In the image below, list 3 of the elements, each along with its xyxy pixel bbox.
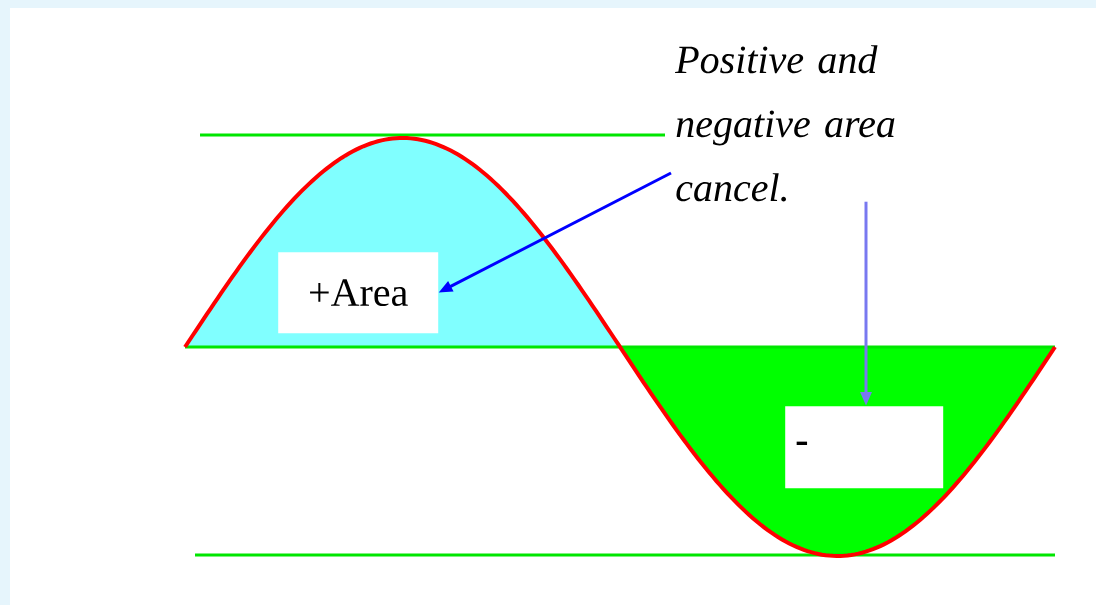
area-label: - <box>785 406 944 489</box>
annotation-text: Positive and negative area cancel. <box>675 45 895 202</box>
area-label: +Area <box>278 252 439 334</box>
